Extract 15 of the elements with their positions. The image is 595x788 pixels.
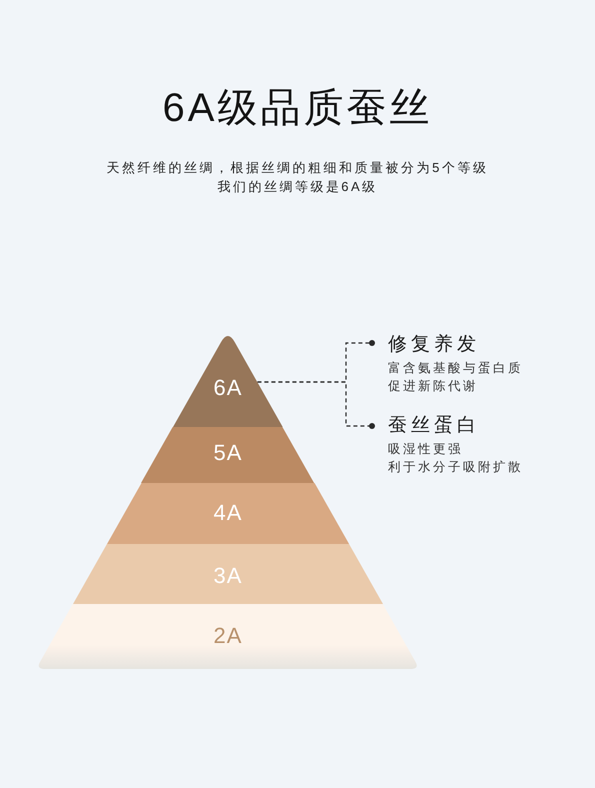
callout-text: 促进新陈代谢 <box>388 378 478 395</box>
callout-text: 吸湿性更强 <box>388 441 463 458</box>
tier-label: 3A <box>214 562 242 590</box>
callout-heading: 蚕丝蛋白 <box>388 414 480 438</box>
tier-label: 5A <box>214 439 242 467</box>
callout-heading: 修复养发 <box>388 333 480 357</box>
subtitle-text: 天然纤维的丝绸，根据丝绸的粗细和质量被分为5个等级 <box>106 159 488 177</box>
callout-text: 富含氨基酸与蛋白质 <box>388 360 523 377</box>
callout-text: 利于水分子吸附扩散 <box>388 459 523 476</box>
page-title: 6A级品质蚕丝 <box>162 85 432 132</box>
tier-label: 6A <box>214 374 242 402</box>
tier-label: 2A <box>214 622 242 650</box>
tier-label: 4A <box>214 499 242 527</box>
dashed-connector <box>257 381 375 429</box>
subtitle-text: 我们的丝绸等级是6A级 <box>217 178 378 196</box>
